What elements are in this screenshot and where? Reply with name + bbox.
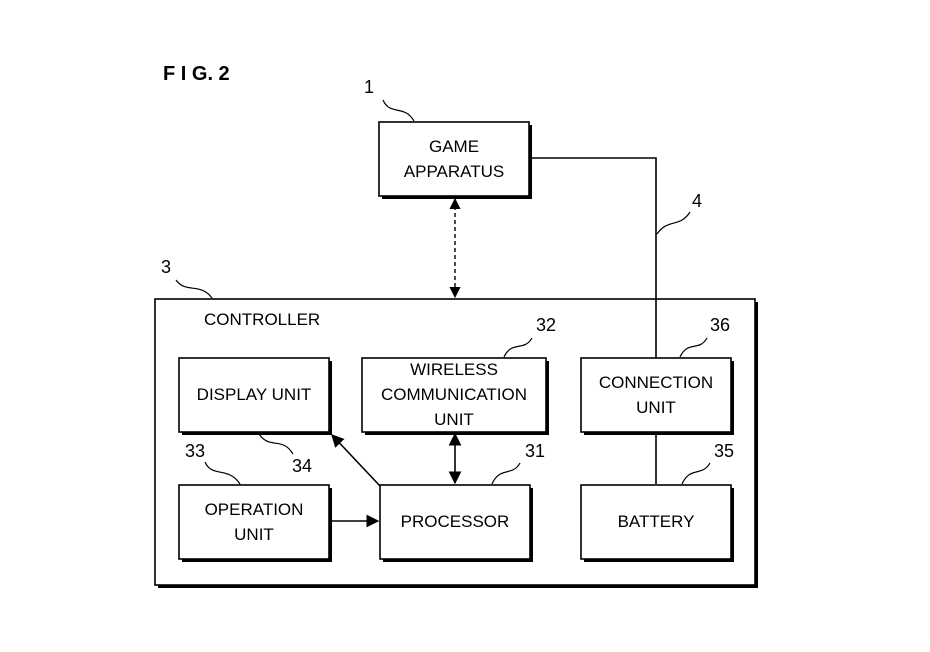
display-unit-box [178,357,332,435]
battery-box [580,484,734,562]
processor-to-display-arrow [331,434,381,487]
operation-unit-box [178,484,332,562]
wireless-unit-leader-line [503,337,533,358]
connection-unit-label-line1: CONNECTION [599,373,713,392]
game-apparatus-leader-line [382,99,415,122]
cable-line [529,157,657,358]
controller-leader-line [175,279,213,299]
processor-leader-line [491,462,521,485]
operation-unit-leader-line [204,461,241,485]
game-apparatus-ref-number: 1 [364,77,374,97]
cable-leader-line [656,211,691,235]
game-apparatus-label-line1: GAME [429,137,479,156]
operation-unit-ref-number: 33 [185,441,205,461]
connection-unit-label-line2: UNIT [636,398,676,417]
battery-leader-line [681,462,711,485]
game-apparatus-box [378,121,532,199]
display-unit-ref-number: 34 [292,456,312,476]
battery-label: BATTERY [618,512,695,531]
connection-unit-box [580,357,734,435]
processor-label: PROCESSOR [401,512,510,531]
operation-unit-label-line2: UNIT [234,525,274,544]
connection-unit-ref-number: 36 [710,315,730,335]
display-unit-label: DISPLAY UNIT [197,385,312,404]
game-apparatus-label-line2: APPARATUS [404,162,504,181]
controller-label: CONTROLLER [204,310,320,329]
controller-ref-number: 3 [161,257,171,277]
operation-unit-label-line1: OPERATION [205,500,304,519]
cable-ref-number: 4 [692,191,702,211]
display-unit-leader-line [258,433,294,455]
wireless-unit-ref-number: 32 [536,315,556,335]
connection-unit-leader-line [679,337,708,358]
wireless-communication-unit-box [361,357,549,435]
wireless-unit-label-line3: UNIT [434,410,474,429]
wireless-unit-label-line2: COMMUNICATION [381,385,527,404]
wireless-unit-label-line1: WIRELESS [410,360,498,379]
battery-ref-number: 35 [714,441,734,461]
processor-ref-number: 31 [525,441,545,461]
processor-box [379,484,533,562]
figure-label: F I G. 2 [163,63,230,85]
